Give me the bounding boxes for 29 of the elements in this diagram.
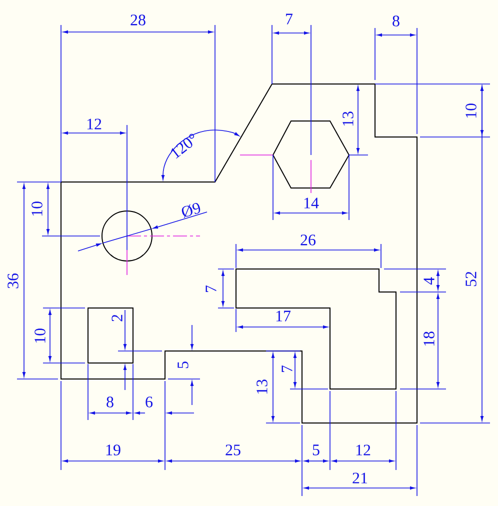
- dimension-label: 7: [206, 285, 216, 292]
- dimension-label: 19: [106, 444, 120, 456]
- dimension-label: 21: [352, 472, 368, 484]
- dimension-label: 10: [34, 328, 46, 343]
- dimension-label: 25: [226, 444, 240, 456]
- dimension-label: 2: [112, 314, 122, 322]
- dimension-label: 7: [286, 14, 293, 24]
- dimension-label: 8: [106, 396, 114, 408]
- dimension-label: 13: [342, 112, 354, 126]
- dimension-label: 4: [424, 277, 434, 285]
- dimension-label: 10: [32, 202, 42, 216]
- dimension-label: 6: [146, 396, 153, 408]
- dimension-label: 28: [130, 14, 146, 26]
- dimension-label: 14: [304, 198, 319, 208]
- dimension-label: 5: [312, 444, 320, 456]
- dimension-label: 12: [356, 444, 370, 456]
- dimension-label: 120°: [170, 134, 194, 159]
- dimension-label: 36: [8, 273, 18, 288]
- dimension-label: 17: [276, 310, 291, 322]
- dimension-label: 8: [392, 16, 400, 26]
- dimension-label: Ø9: [182, 203, 200, 218]
- dimension-label: 18: [424, 332, 434, 346]
- dimension-label: 26: [300, 234, 316, 246]
- dimension-label: 7: [282, 365, 292, 372]
- dimension-label: 12: [87, 118, 102, 130]
- dimension-label: 52: [466, 272, 476, 286]
- dimension-label: 10: [466, 104, 476, 118]
- dimension-label: 13: [256, 380, 268, 394]
- dimension-label: 5: [178, 362, 188, 368]
